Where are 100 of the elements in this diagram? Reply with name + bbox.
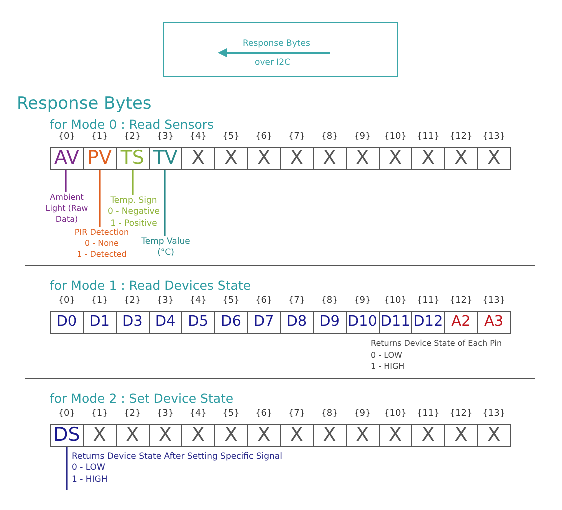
byte-cell: DS bbox=[50, 424, 84, 447]
byte-cell: PV bbox=[82, 147, 117, 170]
index-label: {8} bbox=[321, 132, 338, 142]
byte-cell: D10 bbox=[346, 311, 380, 334]
index-label: {9} bbox=[354, 132, 372, 142]
title: Response Bytes bbox=[17, 94, 152, 114]
note-text: 0 - LOW bbox=[371, 351, 402, 360]
index-label: {13} bbox=[482, 409, 506, 419]
section-heading: for Mode 1 : Read Devices State bbox=[50, 278, 252, 293]
byte-cell: X bbox=[214, 147, 248, 170]
index-label: {9} bbox=[354, 409, 372, 419]
byte-cell: D8 bbox=[280, 311, 314, 334]
section-heading: for Mode 2 : Set Device State bbox=[50, 391, 234, 406]
byte-cell: D7 bbox=[247, 311, 282, 334]
byte-cell: D4 bbox=[148, 311, 182, 334]
byte-cell: X bbox=[444, 147, 478, 170]
leader-line bbox=[132, 170, 134, 195]
section-heading: for Mode 0 : Read Sensors bbox=[50, 117, 214, 132]
byte-cell: X bbox=[181, 147, 216, 170]
index-label: {4} bbox=[190, 132, 207, 142]
annotation-text: Temp Value (°C) bbox=[140, 237, 192, 260]
annotation-text: PIR Detection 0 - None 1 - Detected bbox=[70, 228, 134, 260]
index-label: {7} bbox=[288, 409, 306, 419]
index-label: {10} bbox=[384, 132, 407, 142]
index-label: {5} bbox=[222, 296, 240, 306]
byte-cell: TS bbox=[116, 147, 150, 170]
byte-cell: X bbox=[116, 424, 150, 447]
index-label: {1} bbox=[91, 132, 108, 142]
index-label: {11} bbox=[416, 409, 440, 419]
index-label: {10} bbox=[384, 296, 407, 306]
byte-cell: X bbox=[148, 424, 182, 447]
byte-cell: AV bbox=[50, 147, 84, 170]
byte-cell: X bbox=[312, 147, 347, 170]
index-label: {6} bbox=[255, 409, 273, 419]
byte-cell: D12 bbox=[411, 311, 446, 334]
index-label: {12} bbox=[450, 132, 473, 142]
index-label: {12} bbox=[450, 296, 473, 306]
annotation-text: Returns Device State After Setting Specific Signal 0 - LOW 1 - HIGH bbox=[72, 452, 312, 486]
annotation-text: Ambient Light (Raw Data) bbox=[43, 193, 91, 226]
byte-cell: TV bbox=[148, 147, 182, 170]
leader-line bbox=[66, 447, 68, 490]
byte-cell: X bbox=[444, 424, 478, 447]
byte-cell: X bbox=[477, 147, 512, 170]
byte-cell: X bbox=[312, 424, 347, 447]
index-label: {3} bbox=[156, 132, 174, 142]
index-label: {0} bbox=[58, 296, 76, 306]
index-label: {9} bbox=[354, 296, 372, 306]
byte-cell: X bbox=[214, 424, 248, 447]
leader-line bbox=[164, 170, 166, 236]
byte-cell: X bbox=[346, 424, 380, 447]
index-label: {0} bbox=[58, 409, 76, 419]
note-text: over I2C bbox=[255, 58, 291, 68]
note-text: 1 - HIGH bbox=[371, 362, 405, 371]
index-label: {6} bbox=[255, 132, 273, 142]
index-label: {5} bbox=[222, 409, 240, 419]
index-label: {11} bbox=[416, 296, 440, 306]
index-label: {1} bbox=[91, 296, 108, 306]
byte-cell: D1 bbox=[82, 311, 117, 334]
byte-cell: X bbox=[411, 424, 446, 447]
index-label: {3} bbox=[156, 409, 174, 419]
index-label: {2} bbox=[124, 132, 142, 142]
note-text: Response Bytes bbox=[243, 39, 310, 49]
byte-cell: X bbox=[280, 147, 314, 170]
index-label: {12} bbox=[450, 409, 473, 419]
index-label: {6} bbox=[255, 296, 273, 306]
byte-cell: X bbox=[477, 424, 512, 447]
byte-cell: X bbox=[181, 424, 216, 447]
index-label: {0} bbox=[58, 132, 76, 142]
index-label: {8} bbox=[321, 296, 338, 306]
index-label: {2} bbox=[124, 409, 142, 419]
annotation-text: Temp. Sign 0 - Negative 1 - Positive bbox=[104, 196, 164, 230]
byte-cell: X bbox=[346, 147, 380, 170]
byte-cell: D0 bbox=[50, 311, 84, 334]
byte-cell: A3 bbox=[477, 311, 512, 334]
index-label: {5} bbox=[222, 132, 240, 142]
byte-cell: D6 bbox=[214, 311, 248, 334]
byte-cell: X bbox=[247, 147, 282, 170]
index-label: {7} bbox=[288, 296, 306, 306]
leader-line bbox=[65, 170, 67, 192]
index-label: {13} bbox=[482, 296, 506, 306]
index-label: {1} bbox=[91, 409, 108, 419]
byte-cell: X bbox=[378, 147, 412, 170]
byte-cell: D9 bbox=[312, 311, 347, 334]
index-label: {11} bbox=[416, 132, 440, 142]
index-label: {2} bbox=[124, 296, 142, 306]
index-label: {8} bbox=[321, 409, 338, 419]
index-label: {4} bbox=[190, 296, 207, 306]
byte-cell: X bbox=[411, 147, 446, 170]
index-label: {7} bbox=[288, 132, 306, 142]
byte-cell: X bbox=[247, 424, 282, 447]
byte-cell: D5 bbox=[181, 311, 216, 334]
index-label: {3} bbox=[156, 296, 174, 306]
byte-cell: X bbox=[280, 424, 314, 447]
note-text: Returns Device State of Each Pin bbox=[371, 339, 502, 348]
byte-cell: X bbox=[82, 424, 117, 447]
leader-line bbox=[99, 170, 101, 227]
byte-cell: D3 bbox=[116, 311, 150, 334]
byte-cell: D11 bbox=[378, 311, 412, 334]
index-label: {4} bbox=[190, 409, 207, 419]
byte-cell: X bbox=[378, 424, 412, 447]
